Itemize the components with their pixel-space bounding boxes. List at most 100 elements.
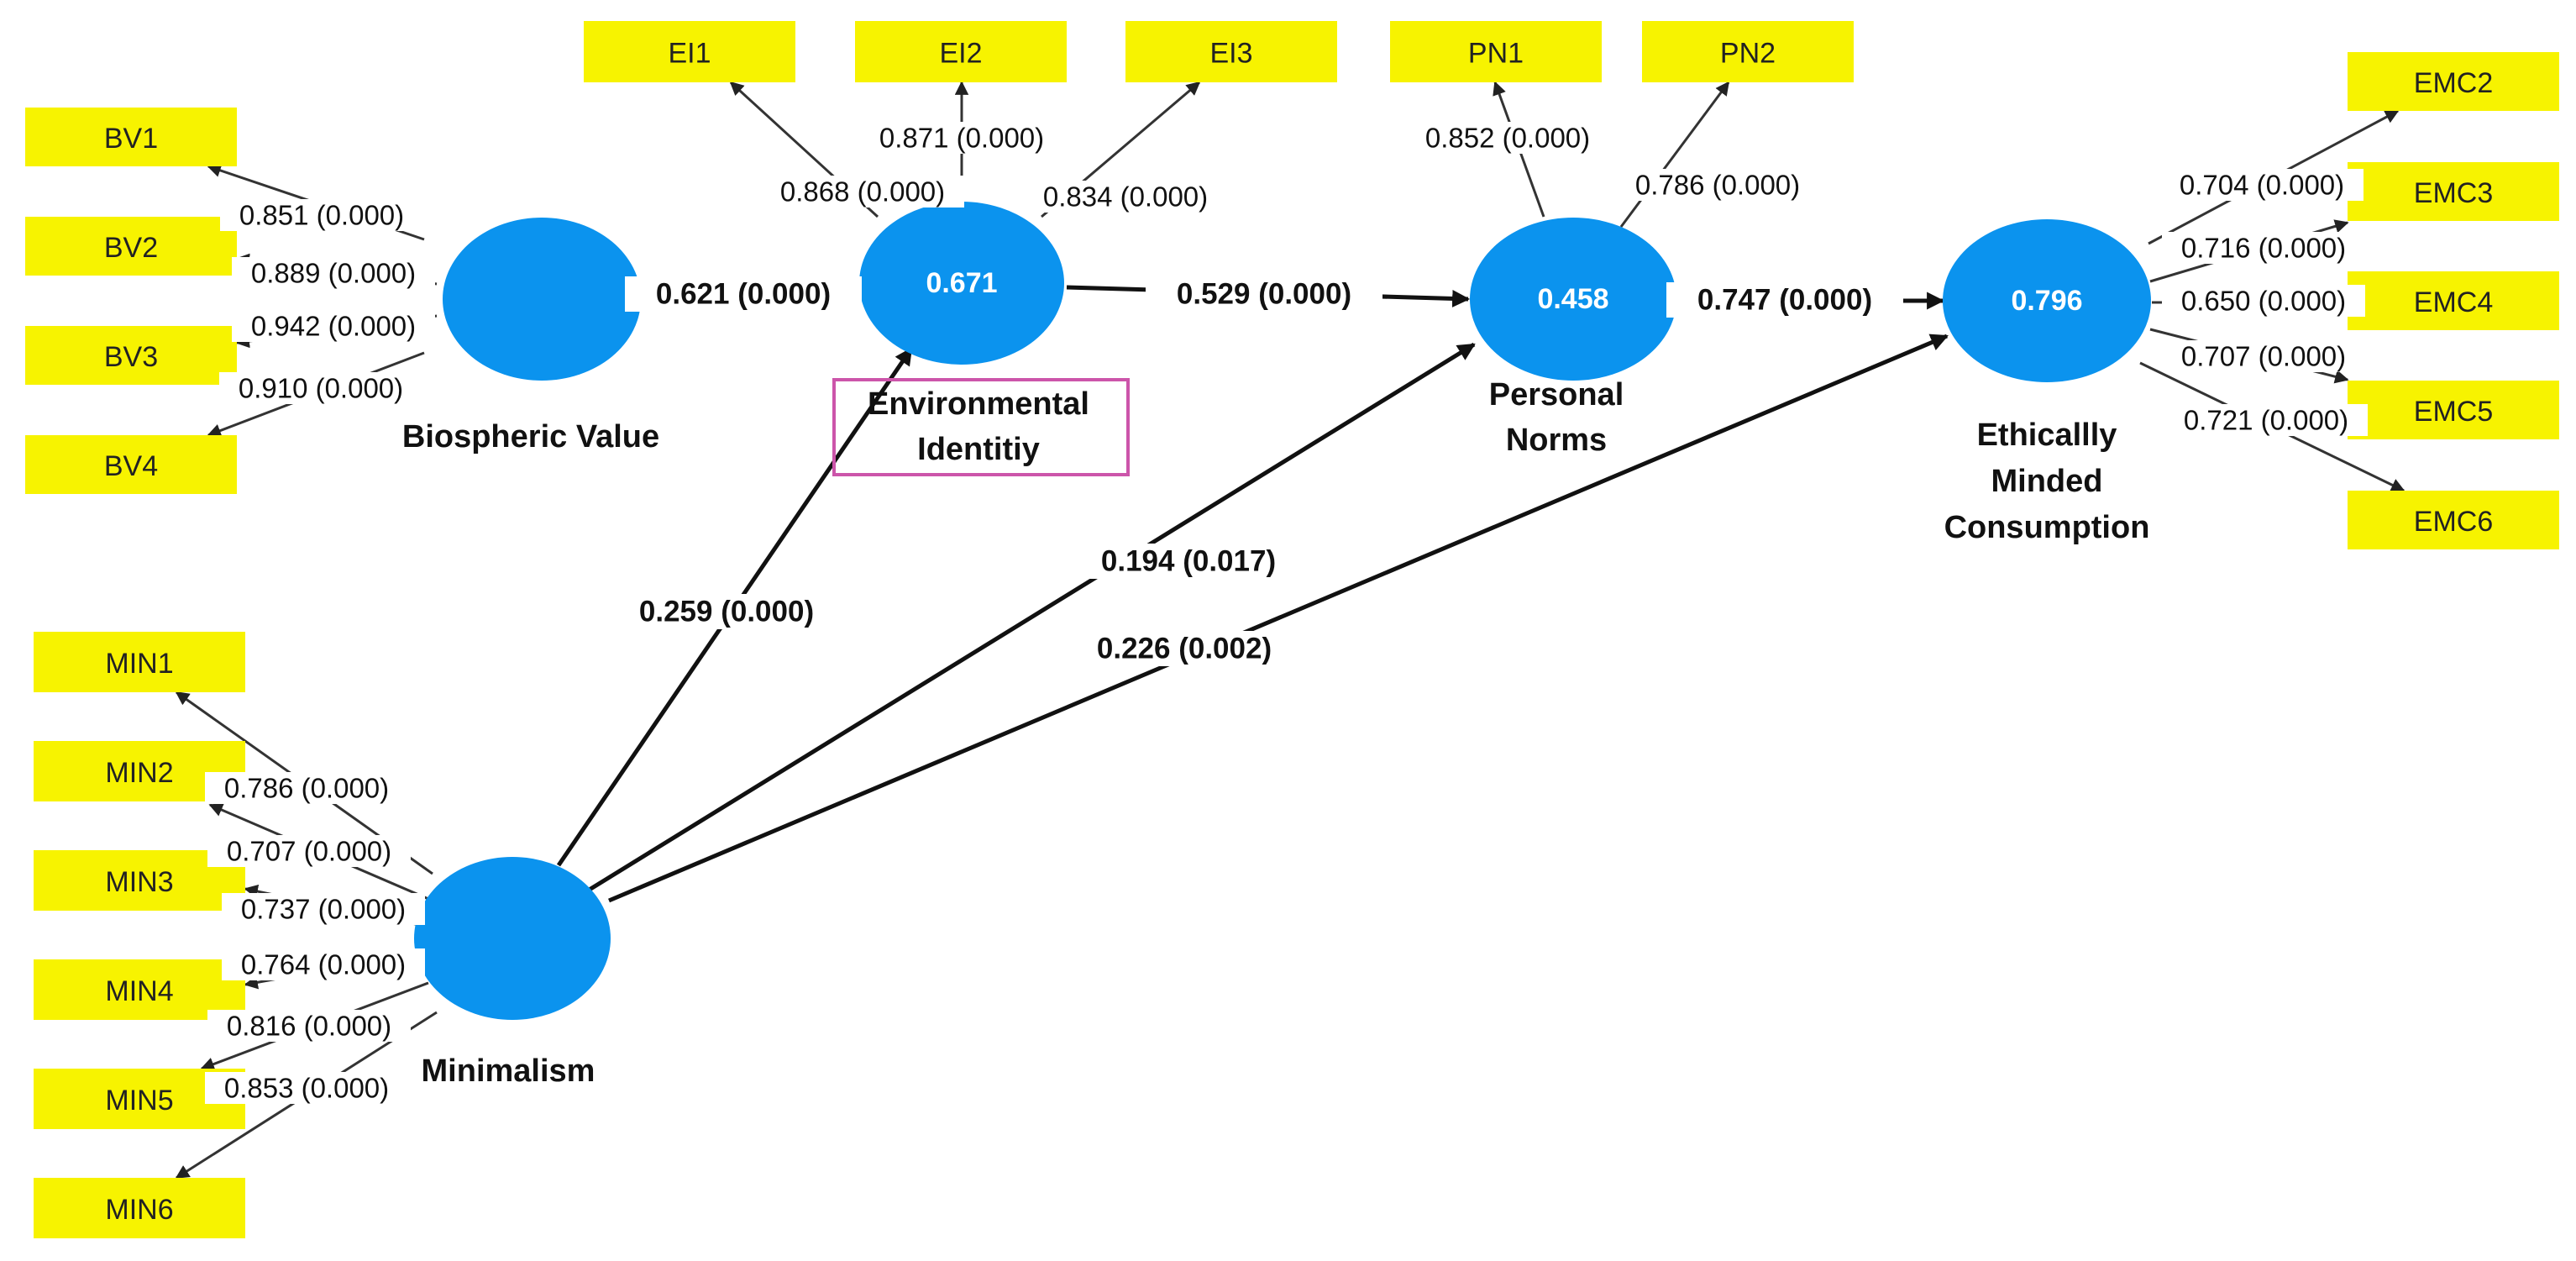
indicator-box	[25, 326, 237, 385]
loading-label-bg	[205, 1072, 408, 1104]
loading-label-bg	[2162, 340, 2365, 372]
loading-label-bg	[2162, 232, 2365, 264]
path-coefficient: 0.259 (0.000)	[639, 596, 814, 628]
loading-label: 0.721 (0.000)	[2184, 405, 2348, 436]
indicator-pn1: PN1	[1390, 21, 1602, 82]
path-arrow-minimalism-to-ethically-minded-consumption	[608, 334, 1949, 903]
indicator-bv2: BV2	[25, 217, 237, 276]
indicator-emc5: EMC5	[2348, 381, 2559, 439]
indicator-label: MIN6	[105, 1194, 173, 1226]
loading-label: 0.853 (0.000)	[224, 1073, 389, 1104]
indicator-label: MIN1	[105, 648, 173, 680]
indicator-box	[855, 21, 1067, 82]
indicator-box	[1642, 21, 1854, 82]
loading-label: 0.852 (0.000)	[1425, 123, 1590, 154]
loading-label: 0.889 (0.000)	[251, 258, 416, 289]
latent-name-line: Personal	[1489, 377, 1624, 412]
indicator-label: EMC2	[2414, 67, 2493, 99]
indicator-box	[1125, 21, 1337, 82]
path-coef-bg	[1666, 282, 1903, 318]
loading-label-bg	[207, 835, 411, 867]
indicator-box	[2348, 381, 2559, 439]
indicator-label: EI1	[668, 38, 711, 70]
indicator-label: BV2	[104, 232, 158, 264]
loading-label-bg	[1616, 169, 1819, 201]
indicator-box	[34, 1178, 245, 1238]
indicator-emc3: EMC3	[2348, 162, 2559, 221]
loading-label: 0.707 (0.000)	[227, 836, 391, 867]
loading-label-bg	[860, 122, 1063, 154]
loading-label-bg	[2160, 169, 2364, 201]
indicator-box	[1390, 21, 1602, 82]
indicator-label: EMC4	[2414, 286, 2493, 318]
indicator-label: BV4	[104, 450, 158, 482]
indicator-label: EMC6	[2414, 506, 2493, 538]
loading-label-bg	[1024, 181, 1227, 213]
loading-label: 0.650 (0.000)	[2181, 286, 2346, 317]
r-squared-value: 0.458	[1537, 283, 1608, 315]
loading-label-bg	[219, 372, 422, 404]
indicator-ei3: EI3	[1125, 21, 1337, 82]
loading-label-bg	[2162, 285, 2365, 317]
indicator-emc4: EMC4	[2348, 271, 2559, 330]
indicator-label: BV3	[104, 341, 158, 373]
path-coef-bg	[608, 594, 845, 629]
path-coef-bg	[1146, 276, 1382, 312]
indicator-box	[2348, 162, 2559, 221]
latent-circle	[1470, 218, 1676, 381]
loading-label: 0.871 (0.000)	[879, 123, 1044, 154]
indicator-label: MIN5	[105, 1085, 173, 1117]
loading-arrow	[1619, 81, 1730, 228]
highlight-box	[832, 378, 1130, 476]
loading-label-bg	[222, 948, 425, 980]
path-coefficient: 0.226 (0.002)	[1097, 633, 1272, 665]
indicator-box	[25, 108, 237, 166]
loading-label: 0.764 (0.000)	[241, 949, 406, 980]
latent-name-line: Ethicallly	[1977, 418, 2117, 453]
latent-environmental-identity: 0.671	[859, 202, 1064, 365]
indicator-box	[25, 435, 237, 494]
latent-name-line: Minded	[1991, 464, 2103, 499]
indicator-box	[2348, 491, 2559, 549]
loading-label: 0.707 (0.000)	[2181, 341, 2346, 372]
latent-circle	[414, 857, 611, 1020]
indicator-ei1: EI1	[584, 21, 795, 82]
latent-name-line: Identitiy	[917, 432, 1040, 467]
path-coefficient: 0.747 (0.000)	[1697, 284, 1872, 317]
path-coef-bg	[1066, 631, 1303, 666]
loading-label: 0.737 (0.000)	[241, 894, 406, 925]
indicator-label: PN1	[1468, 38, 1524, 70]
indicator-box	[34, 632, 245, 692]
path-coefficient: 0.529 (0.000)	[1177, 278, 1351, 311]
loading-label-bg	[220, 199, 423, 231]
indicator-min6: MIN6	[34, 1178, 245, 1238]
loading-label: 0.942 (0.000)	[251, 311, 416, 342]
loading-label: 0.816 (0.000)	[227, 1011, 391, 1042]
indicator-bv3: BV3	[25, 326, 237, 385]
latent-biospheric-value	[443, 218, 641, 381]
loading-label-bg	[222, 893, 425, 925]
loading-label-bg	[2164, 404, 2368, 436]
indicator-label: MIN3	[105, 866, 173, 898]
loading-label: 0.868 (0.000)	[780, 176, 945, 208]
loading-label-bg	[232, 257, 435, 289]
loading-label-bg	[205, 772, 408, 804]
path-coefficient: 0.621 (0.000)	[656, 278, 831, 311]
indicator-bv1: BV1	[25, 108, 237, 166]
indicator-box	[25, 217, 237, 276]
r-squared-value: 0.671	[926, 267, 997, 299]
latent-circle	[859, 202, 1064, 365]
path-coef-bg	[1070, 544, 1307, 579]
loading-label: 0.851 (0.000)	[239, 200, 404, 231]
latent-minimalism	[414, 857, 611, 1020]
path-arrow-minimalism-to-personal-norms	[586, 342, 1476, 893]
loading-label: 0.704 (0.000)	[2180, 170, 2344, 201]
indicator-ei2: EI2	[855, 21, 1067, 82]
loading-label-bg	[232, 310, 435, 342]
loading-label: 0.786 (0.000)	[224, 773, 389, 804]
indicator-label: BV1	[104, 123, 158, 155]
loading-label: 0.716 (0.000)	[2181, 233, 2346, 264]
indicator-min1: MIN1	[34, 632, 245, 692]
latent-name-line: Consumption	[1944, 510, 2150, 545]
